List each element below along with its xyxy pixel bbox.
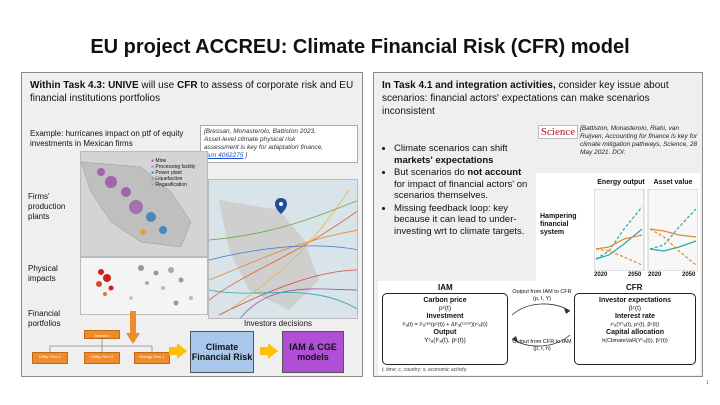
iam-cfr-diagram: IAM CFR Carbon price pᶜ(t) Investment Iᶜ… — [378, 281, 700, 375]
plants-map-drawing — [81, 152, 207, 256]
map-legend: ● Mine ● Processing facility ● Power pla… — [151, 158, 196, 188]
org-energy-1: Energy Firm 1 — [134, 352, 170, 364]
hurricane-tracks-map — [208, 179, 358, 319]
arrow-to-iam-shaft — [260, 347, 270, 355]
ssrn-link[interactable]: ssrn 4062275 — [204, 152, 244, 159]
citation-end: ] — [243, 152, 248, 159]
diagram-footnote: t, time; c, country; s, economic activit… — [382, 367, 468, 373]
citation-line-2: Asset-level climate physical risk — [204, 136, 296, 143]
citation-line-3: assessment is key for adaptation finance… — [204, 144, 324, 151]
scenario-chart-plot — [594, 189, 698, 271]
legend-power: Power plant — [155, 170, 182, 176]
left-header-cfr: CFR — [177, 80, 198, 91]
impacts-map-drawing — [96, 265, 193, 306]
right-header-bold: In Task 4.1 and integration activities, — [382, 80, 556, 91]
capital-allocation-formula: h(ClimateVaR(Yᶜₐ(t)), βᶜ(t)) — [602, 338, 668, 344]
row-label-plants: Firms' production plants — [28, 192, 66, 221]
output-formula: Yᶜₐ(Iᶜₐ(t), pᶜ(t)) — [424, 337, 466, 344]
cfr-title: CFR — [626, 283, 643, 292]
carbon-price-label: Carbon price — [423, 297, 467, 304]
bullet-list: Climate scenarios can shift markets' exp… — [382, 143, 530, 238]
chart-side-label: Hampering financial system — [540, 213, 577, 236]
bullet-2-text-a: But scenarios do — [394, 167, 468, 178]
arrow-bottom-label: Output from CFR to IAM (β, r, h) — [512, 339, 572, 352]
org-chart-lines — [49, 339, 153, 352]
page-number: 1 — [706, 380, 709, 386]
carbon-price-formula: pᶜ(t) — [438, 305, 452, 312]
iam-cge-box: IAM & CGE models — [282, 331, 344, 373]
bullet-2: But scenarios do not account for impact … — [394, 167, 530, 202]
output-label: Output — [433, 329, 457, 336]
scenario-chart: Hampering financial system Energy output… — [536, 173, 700, 285]
iam-title: IAM — [438, 283, 453, 292]
cfr-box: Climate Financial Risk — [190, 331, 254, 373]
arrow-to-iam-icon — [268, 343, 278, 359]
arrow-to-cfr-shaft — [169, 347, 179, 355]
right-header-rest: consider key issue about scenarios: fina… — [382, 80, 669, 117]
left-header-rest: to assess of corporate risk and EU finan… — [30, 80, 354, 104]
arrow-top-label: Output from IAM to CFR (p, I, Y) — [512, 289, 572, 302]
right-citation: [Battiston, Monasterolo, Riahi, van Ruij… — [580, 125, 698, 156]
right-header: In Task 4.1 and integration activities, … — [382, 79, 698, 118]
impacts-map — [80, 257, 208, 315]
bullet-1-text: Climate scenarios can shift — [394, 143, 508, 154]
legend-regasification: Regasification — [155, 182, 187, 188]
bullet-2-text-c: for impact of financial actors' on scena… — [394, 178, 528, 202]
bullet-1-bold: markets' expectations — [394, 154, 494, 166]
slide-title: EU project ACCREU: Climate Financial Ris… — [90, 36, 630, 58]
x-tick-2050-b: 2050 — [682, 272, 696, 278]
left-citation: [Bressan, Monasterolo, Battiston 2023, A… — [200, 125, 358, 163]
investor-expectations-label: Investor expectations — [599, 297, 671, 304]
legend-mine: Mine — [155, 158, 167, 164]
bullet-2-bold: not account — [467, 167, 522, 178]
interest-rate-label: Interest rate — [614, 313, 656, 320]
asset-value-title: Asset value — [653, 179, 693, 186]
citation-line-1: [Bressan, Monasterolo, Battiston 2023, — [204, 128, 317, 135]
bullet-3: Missing feedback loop: key because it ca… — [394, 203, 530, 238]
cfr-model-box: Investor expectations βᶜ(t) Interest rat… — [574, 293, 696, 365]
left-header: Within Task 4.3: UNIVE will use CFR to a… — [30, 79, 358, 105]
down-arrow-icon — [126, 311, 140, 344]
org-utility-2: Utility Firm 2 — [84, 352, 120, 364]
energy-output-title: Energy output — [597, 179, 645, 186]
investor-expectations-formula: βᶜ(t) — [628, 305, 642, 312]
x-tick-2020-a: 2020 — [594, 272, 608, 278]
investment-label: Investment — [426, 313, 464, 320]
interest-rate-formula: rᶜₐ(Yᶜₐ(t), pᶜ(t), βᶜ(t)) — [610, 322, 660, 328]
row-label-portfolios: Financial portfolios — [28, 309, 61, 328]
org-investor-box: Investor — [84, 330, 120, 339]
investors-label: Investors decisions — [244, 319, 313, 328]
feedback-arrows-icon — [511, 303, 571, 347]
legend-liquefaction: Liquefaction — [155, 176, 183, 182]
left-header-bold: Within Task 4.3: UNIVE — [30, 80, 139, 91]
org-utility-1: Utility Firm 1 — [32, 352, 68, 364]
row-label-impacts: Physical impacts — [28, 264, 58, 283]
arrow-to-cfr-icon — [177, 343, 187, 359]
capital-allocation-label: Capital allocation — [606, 329, 664, 336]
x-tick-2020-b: 2020 — [648, 272, 662, 278]
bullet-1: Climate scenarios can shift markets' exp… — [394, 143, 530, 166]
plants-map: ● Mine ● Processing facility ● Power pla… — [80, 151, 208, 257]
portfolio-org-chart: Investor Utility Firm 1 Utility Firm 2 E… — [30, 328, 174, 372]
left-header-mid: will use — [138, 80, 177, 91]
example-text: Example: hurricanes impact on ptf of equ… — [30, 129, 184, 148]
legend-processing: Processing facility — [155, 164, 196, 170]
investment-formula: Iᶜₐ(t) = Iᶜₐᶜᵉᶜ(pᶜ(t)) + ΔIᶜₐ(ᶜᵒᶜᵐ)(rᶜₐ(… — [402, 322, 488, 328]
x-tick-2050-a: 2050 — [628, 272, 642, 278]
science-logo: Science — [538, 125, 578, 139]
iam-model-box: Carbon price pᶜ(t) Investment Iᶜₐ(t) = I… — [382, 293, 508, 365]
hurricane-tracks-drawing — [209, 180, 357, 318]
left-panel: Within Task 4.3: UNIVE will use CFR to a… — [21, 72, 363, 377]
right-panel: In Task 4.1 and integration activities, … — [373, 72, 703, 377]
